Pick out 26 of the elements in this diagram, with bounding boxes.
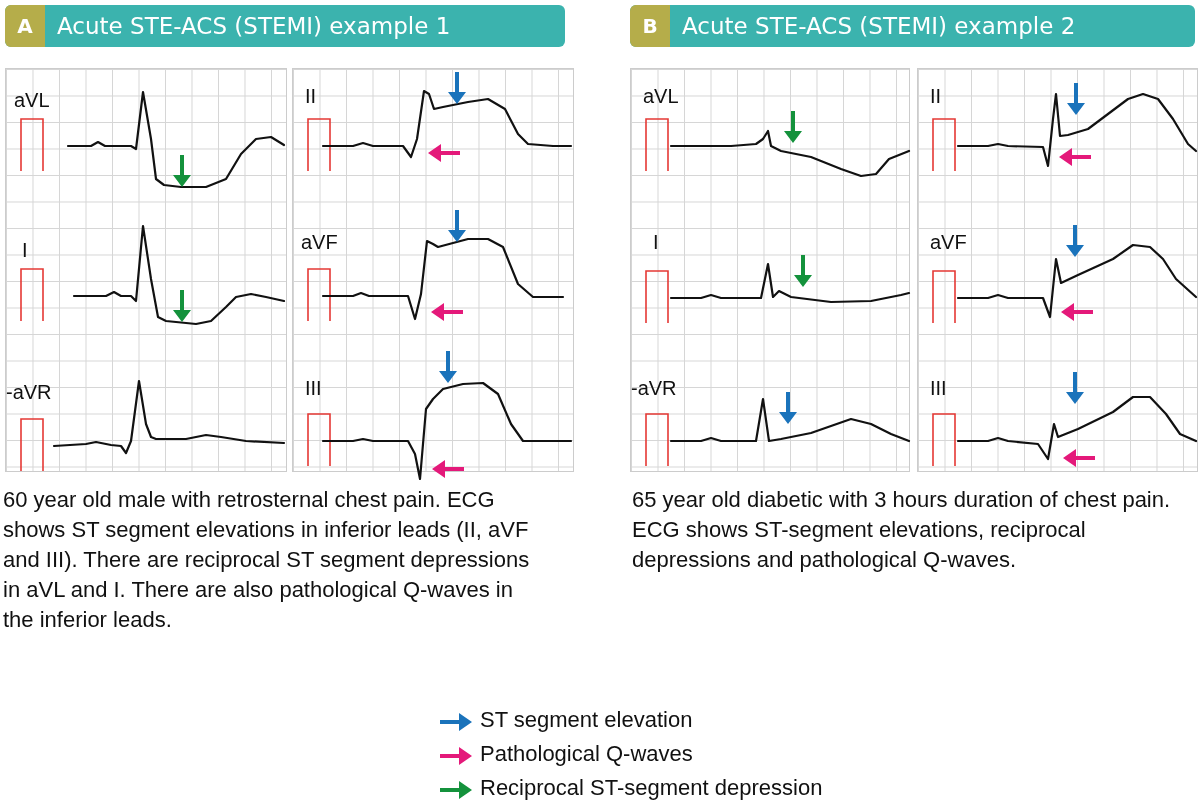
legend-text: Reciprocal ST-segment depression	[480, 775, 823, 801]
legend-text: Pathological Q-waves	[480, 741, 693, 767]
case-description: 60 year old male with retrosternal chest pain. ECG shows ST segment elevations in inferior leads (II, aVF and III). There are reciprocal ST segment depressions in aVL and I. There are also pathological Q-waves in the inferior leads.	[3, 486, 531, 634]
lead-name: aVL	[14, 89, 50, 112]
ecg-grid-panel	[917, 68, 1198, 472]
case-description: 65 year old diabetic with 3 hours duration of chest pain. ECG shows ST-segment elevations, reciprocal depressions and pathological Q-waves.	[632, 486, 1172, 574]
ecg-grid-panel	[630, 68, 910, 472]
panel-letter: A	[5, 5, 45, 47]
lead-name: I	[22, 239, 28, 262]
panel-title: Acute STE-ACS (STEMI) example 2	[682, 12, 1076, 41]
panel-title: Acute STE-ACS (STEMI) example 1	[57, 12, 451, 41]
legend-text: ST segment elevation	[480, 707, 693, 733]
lead-name: -aVR	[631, 377, 677, 400]
panel-letter: B	[630, 5, 670, 47]
lead-name: II	[305, 85, 317, 108]
lead-name: II	[930, 85, 942, 108]
lead-name: aVL	[643, 85, 679, 108]
lead-name: aVF	[301, 231, 338, 254]
lead-name: III	[930, 377, 947, 400]
lead-name: III	[305, 377, 322, 400]
ecg-grid-panel	[5, 68, 287, 472]
lead-name: -aVR	[6, 381, 52, 404]
section-header-bar	[5, 5, 565, 47]
section-header-bar	[630, 5, 1195, 47]
lead-name: I	[653, 231, 659, 254]
lead-name: aVF	[930, 231, 967, 254]
